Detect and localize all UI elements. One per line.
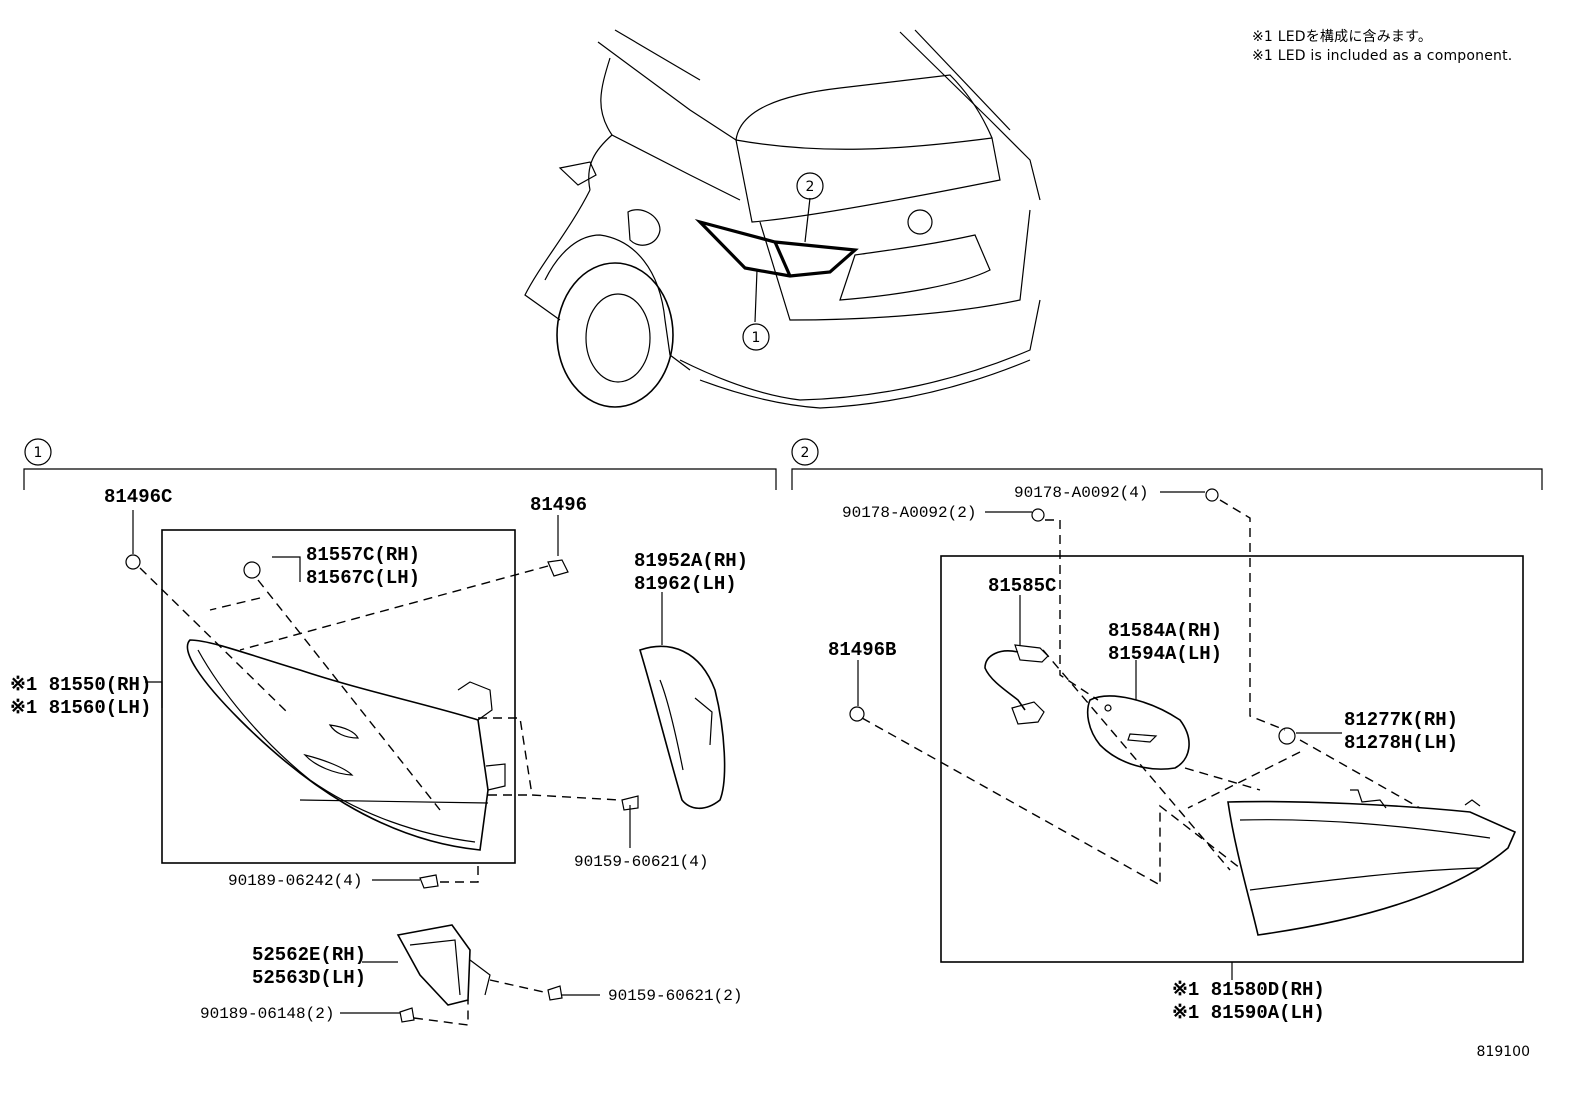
socket-wire-drawing	[984, 644, 1049, 725]
vehicle-illustration	[524, 29, 1041, 409]
label-52563d: 52563D(LH)	[252, 967, 366, 989]
label-81962: 81962(LH)	[634, 573, 737, 595]
screw-90159b	[547, 985, 563, 1001]
vehicle-callout-1-text: 1	[752, 330, 761, 346]
figure-number: 819100	[1477, 1044, 1530, 1060]
vehicle-callout-2-text: 2	[806, 179, 815, 195]
section-1-marker: 1	[34, 445, 43, 461]
garnish-drawing	[639, 645, 726, 810]
screw-90189b	[399, 1007, 415, 1023]
label-90159b: 90159-60621(2)	[608, 987, 742, 1005]
label-81496b: 81496B	[828, 639, 896, 661]
label-81278h: 81278H(LH)	[1344, 732, 1458, 754]
cover-drawing	[1086, 695, 1190, 770]
section-2-marker: 2	[801, 445, 810, 461]
part-81557c	[243, 561, 261, 579]
section-2: 2	[791, 438, 1543, 1024]
label-81277k: 81277K(RH)	[1344, 709, 1458, 731]
inner-lamp-box	[940, 555, 1524, 963]
label-90159a: 90159-60621(4)	[574, 853, 708, 871]
label-81496: 81496	[530, 494, 587, 516]
label-81584a: 81584A(RH)	[1108, 620, 1222, 642]
label-90178b: 90178-A0092(2)	[842, 504, 976, 522]
screw-90159a	[621, 795, 639, 811]
part-90178b	[1031, 508, 1045, 522]
label-90178a: 90178-A0092(4)	[1014, 484, 1148, 502]
part-81496c	[125, 554, 141, 570]
screw-90189a	[419, 874, 439, 889]
section-1: 1	[10, 438, 777, 1026]
outer-lamp-drawing	[186, 639, 506, 851]
part-81496	[547, 559, 569, 577]
label-52562e: 52562E(RH)	[252, 944, 366, 966]
vehicle-callout-2: 2	[796, 172, 824, 200]
label-81594a: 81594A(LH)	[1108, 643, 1222, 665]
part-90178a	[1205, 488, 1219, 502]
label-90189b: 90189-06148(2)	[200, 1005, 334, 1023]
note-english: ※1 LED is included as a component.	[1252, 48, 1513, 64]
inner-lamp-drawing	[1227, 789, 1517, 936]
note-japanese: ※1 LEDを構成に含みます。	[1252, 29, 1433, 45]
label-81590a: ※1 81590A(LH)	[1172, 1002, 1325, 1024]
label-81585c: 81585C	[988, 575, 1056, 597]
vehicle-callout-1: 1	[742, 323, 770, 351]
label-81567c: 81567C(LH)	[306, 567, 420, 589]
bracket-drawing	[396, 924, 491, 1006]
part-81277k	[1278, 727, 1296, 745]
label-81496c: 81496C	[104, 486, 172, 508]
label-81580d: ※1 81580D(RH)	[1172, 979, 1325, 1001]
label-81550: ※1 81550(RH)	[10, 674, 151, 696]
label-81557c: 81557C(RH)	[306, 544, 420, 566]
part-81496b	[849, 706, 865, 722]
label-81560: ※1 81560(LH)	[10, 697, 151, 719]
label-90189a: 90189-06242(4)	[228, 872, 362, 890]
label-81952a: 81952A(RH)	[634, 550, 748, 572]
